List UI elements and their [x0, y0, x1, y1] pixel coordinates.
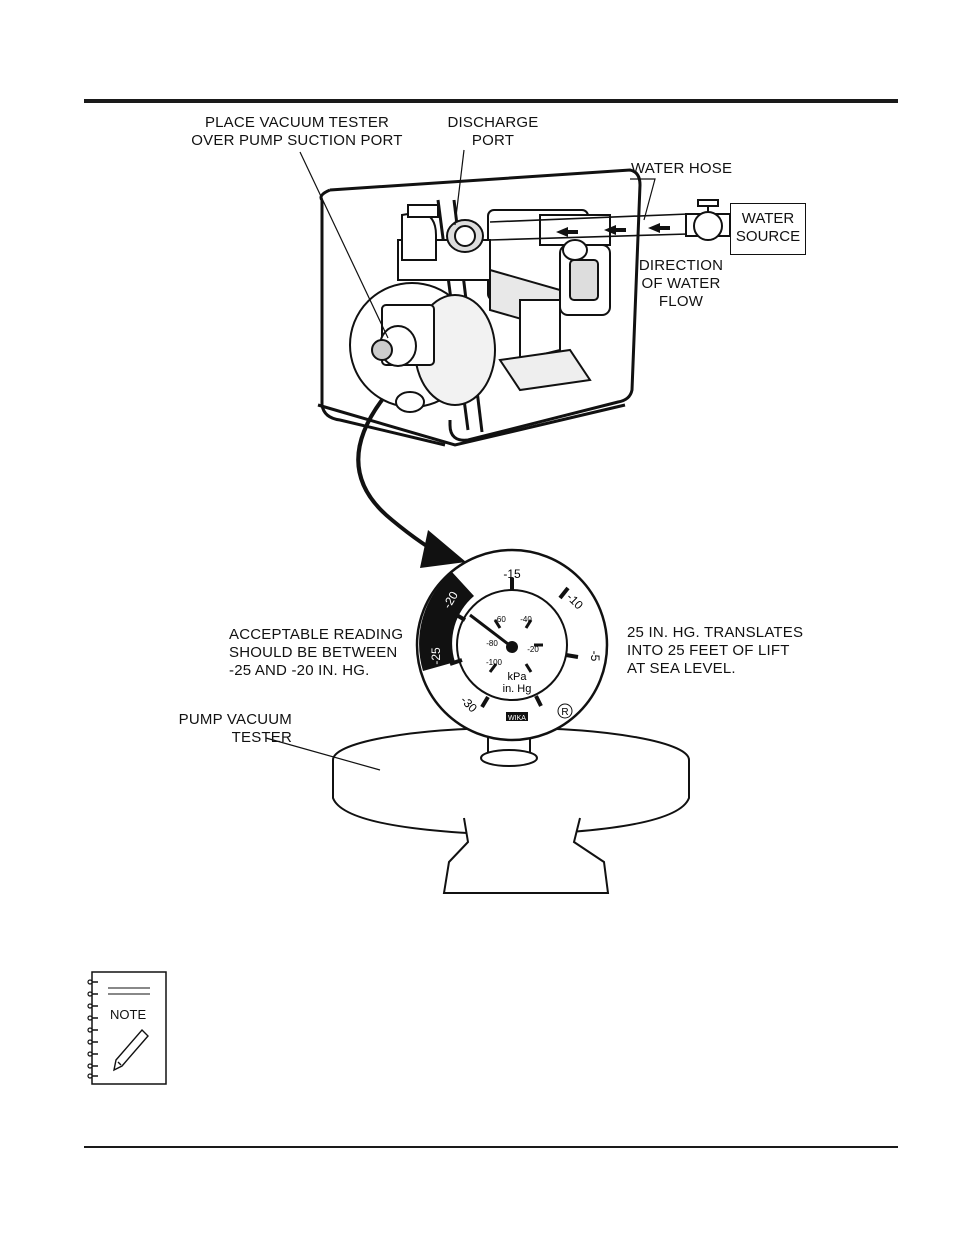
tester-leader: [265, 737, 381, 771]
tester-base: [332, 717, 690, 894]
leader-lines: [299, 149, 656, 339]
discharge-port-label: DISCHARGE PORT: [447, 114, 539, 149]
vacuum-gauge: -15 -10 -5 -20 -25 -30 -60 -40 -80 -20 -…: [415, 548, 609, 742]
note-notebook-icon: [87, 971, 167, 1085]
inner-scale-20: -20: [527, 645, 539, 654]
outer-scale-15: -15: [503, 567, 521, 581]
connection-arrow-head: [420, 530, 466, 568]
gauge-needle: [469, 613, 513, 649]
vacuum-tester-label: PLACE VACUUM TESTER OVER PUMP SUCTION PO…: [191, 114, 403, 149]
pencil-icon: [113, 1028, 149, 1072]
brand-label: WIKA: [508, 715, 526, 722]
inner-scale-40: -40: [520, 615, 532, 624]
unit-inhg: in. Hg: [503, 683, 532, 695]
inner-scale-80: -80: [486, 639, 498, 648]
outer-scale-25: -25: [429, 647, 443, 665]
outer-scale-5: -5: [588, 651, 602, 662]
gauge-inner-ticks: [488, 619, 543, 673]
unit-kpa: kPa: [508, 671, 528, 683]
connection-arrow: [356, 398, 451, 562]
inner-scale-60: -60: [494, 615, 506, 624]
direction-of-flow-label: DIRECTION OF WATER FLOW: [638, 257, 724, 310]
acceptable-reading-label: ACCEPTABLE READING SHOULD BE BETWEEN -25…: [229, 626, 404, 679]
water-source-box: WATER SOURCE: [730, 203, 806, 255]
water-hose-label: WATER HOSE: [631, 160, 733, 177]
pump-housing: [349, 204, 496, 413]
pump-vacuum-tester-label: PUMP VACUUM TESTER: [178, 711, 292, 746]
acceptable-range-band: [419, 572, 474, 671]
top-rule: [84, 99, 898, 103]
bottom-rule: [84, 1146, 898, 1148]
flow-arrow-icon: [556, 223, 670, 237]
gauge-ticks: [449, 578, 579, 709]
water-hose: [489, 213, 689, 241]
valve: [685, 199, 731, 241]
registered-mark: R: [561, 707, 568, 718]
note-label: NOTE: [110, 1007, 147, 1022]
lift-translation-label: 25 IN. HG. TRANSLATES INTO 25 FEET OF LI…: [627, 624, 804, 677]
inner-scale-100: -100: [486, 658, 503, 667]
